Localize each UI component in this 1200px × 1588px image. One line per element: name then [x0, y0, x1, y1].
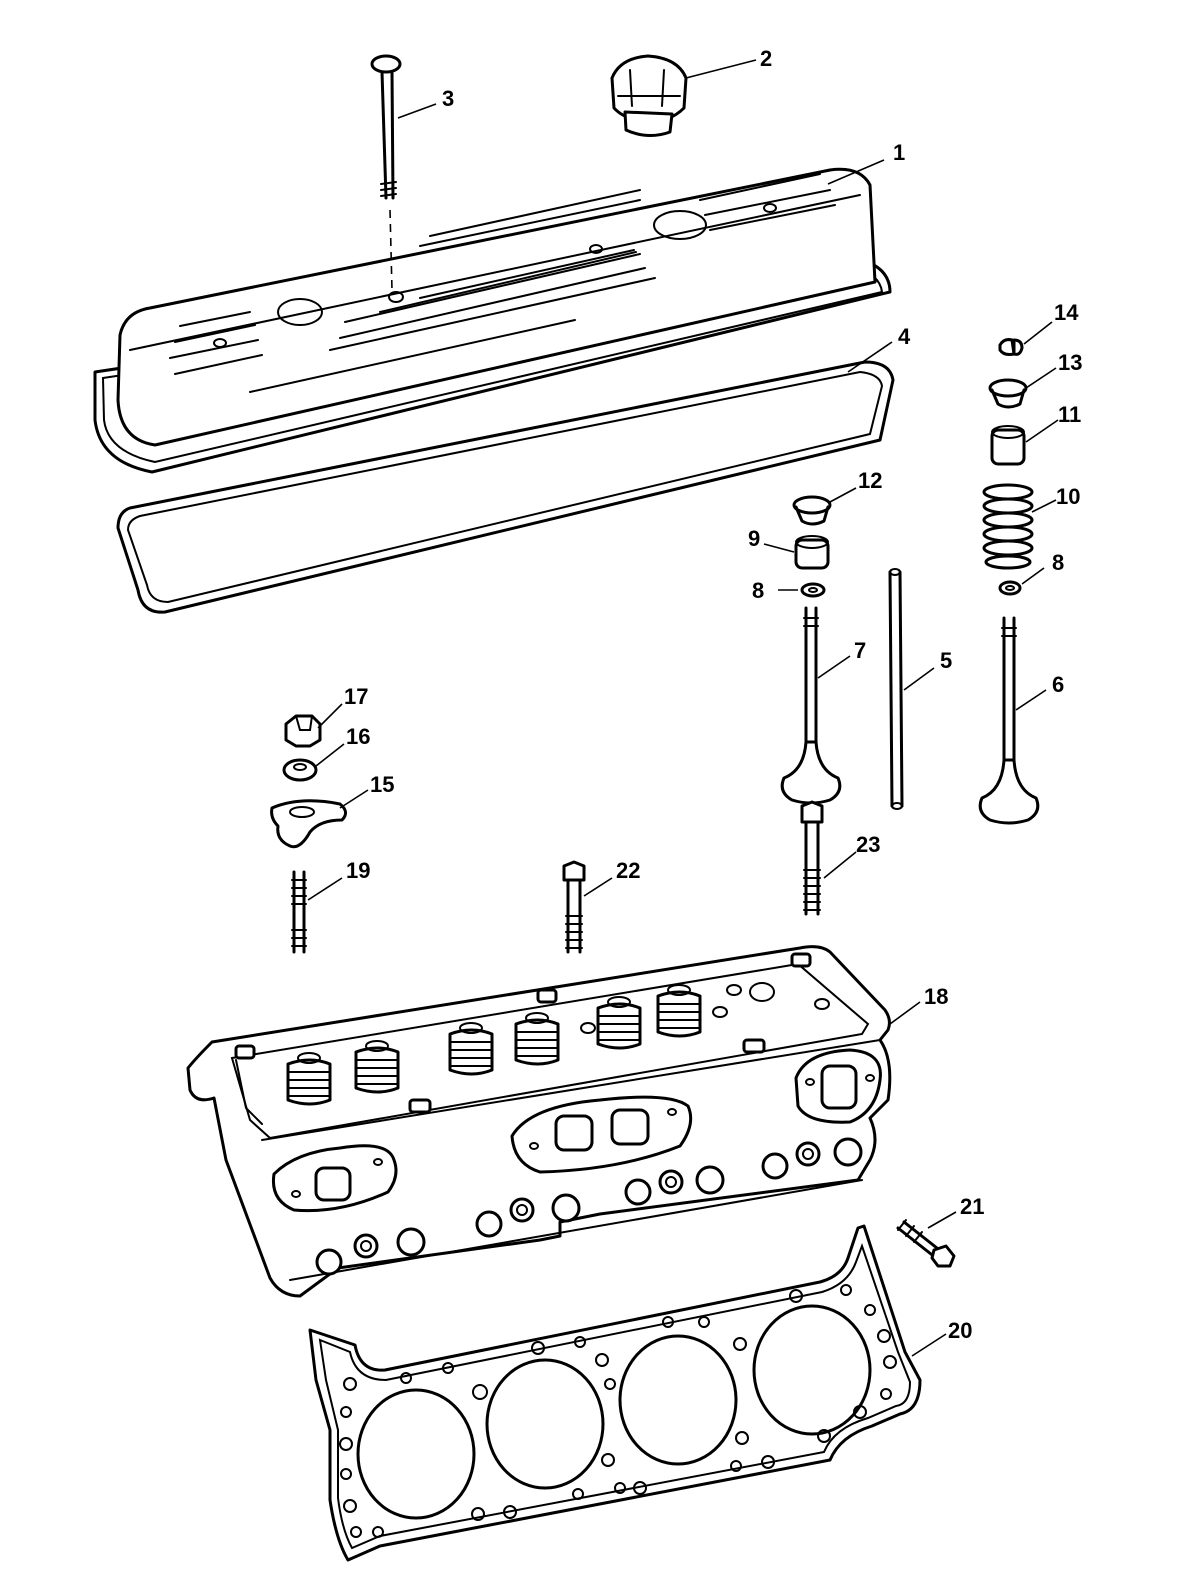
callout-15: 15 [370, 772, 394, 797]
spring-retainer-12 [792, 495, 832, 526]
callout-6: 6 [1052, 672, 1064, 697]
callout-23: 23 [856, 832, 880, 857]
callout-22: 22 [616, 858, 640, 883]
spring-retainer-13 [988, 378, 1028, 409]
gasket-holes [339, 1284, 897, 1538]
valve-keepers [998, 338, 1024, 356]
exhaust-valve-7 [780, 606, 842, 805]
callout-16: 16 [346, 724, 370, 749]
callout-3: 3 [442, 86, 454, 111]
callout-12: 12 [858, 468, 882, 493]
valve-spring-10 [982, 483, 1034, 570]
rocker-cover [93, 167, 892, 474]
callout-7: 7 [854, 638, 866, 663]
push-rod-5 [888, 568, 904, 810]
callout-5: 5 [940, 648, 952, 673]
oil-shield-9 [794, 535, 830, 570]
callout-20: 20 [948, 1318, 972, 1343]
callout-labels: 1 2 3 4 5 6 7 8 8 9 10 11 12 13 14 15 16… [344, 46, 1082, 1343]
cover-gasket [116, 360, 895, 614]
valve-seal-8-right [998, 580, 1022, 596]
leader-lines [307, 59, 1059, 1357]
head-valve-springs [286, 984, 702, 1106]
callout-8-right: 8 [1052, 550, 1064, 575]
head-bolt-22 [562, 860, 586, 954]
callout-17: 17 [344, 684, 368, 709]
cover-bolt [370, 54, 402, 200]
intake-valve-6 [978, 616, 1040, 825]
callout-13: 13 [1058, 350, 1082, 375]
head-lower-bosses [315, 1137, 863, 1276]
head-gasket [308, 1224, 922, 1562]
rocker-arm-15 [270, 799, 347, 849]
rocker-nut-17 [284, 714, 322, 748]
callout-1: 1 [893, 140, 905, 165]
callout-9: 9 [748, 526, 760, 551]
callout-8-left: 8 [752, 578, 764, 603]
callout-14: 14 [1054, 300, 1079, 325]
cylinder-head [186, 945, 892, 1298]
pivot-ball-16 [282, 758, 318, 782]
rocker-stud-19 [291, 870, 307, 954]
callout-2: 2 [760, 46, 772, 71]
head-bolt-23 [800, 800, 824, 916]
callout-4: 4 [898, 324, 911, 349]
oil-filler-cap [610, 54, 688, 137]
head-ports [271, 1048, 882, 1213]
callout-19: 19 [346, 858, 370, 883]
head-bolt-21 [896, 1219, 956, 1268]
callout-18: 18 [924, 984, 948, 1009]
callout-11: 11 [1058, 402, 1081, 427]
oil-shield-11 [990, 425, 1026, 466]
callout-21: 21 [960, 1194, 984, 1219]
callout-10: 10 [1056, 484, 1080, 509]
valve-seal-8-left [800, 582, 826, 598]
